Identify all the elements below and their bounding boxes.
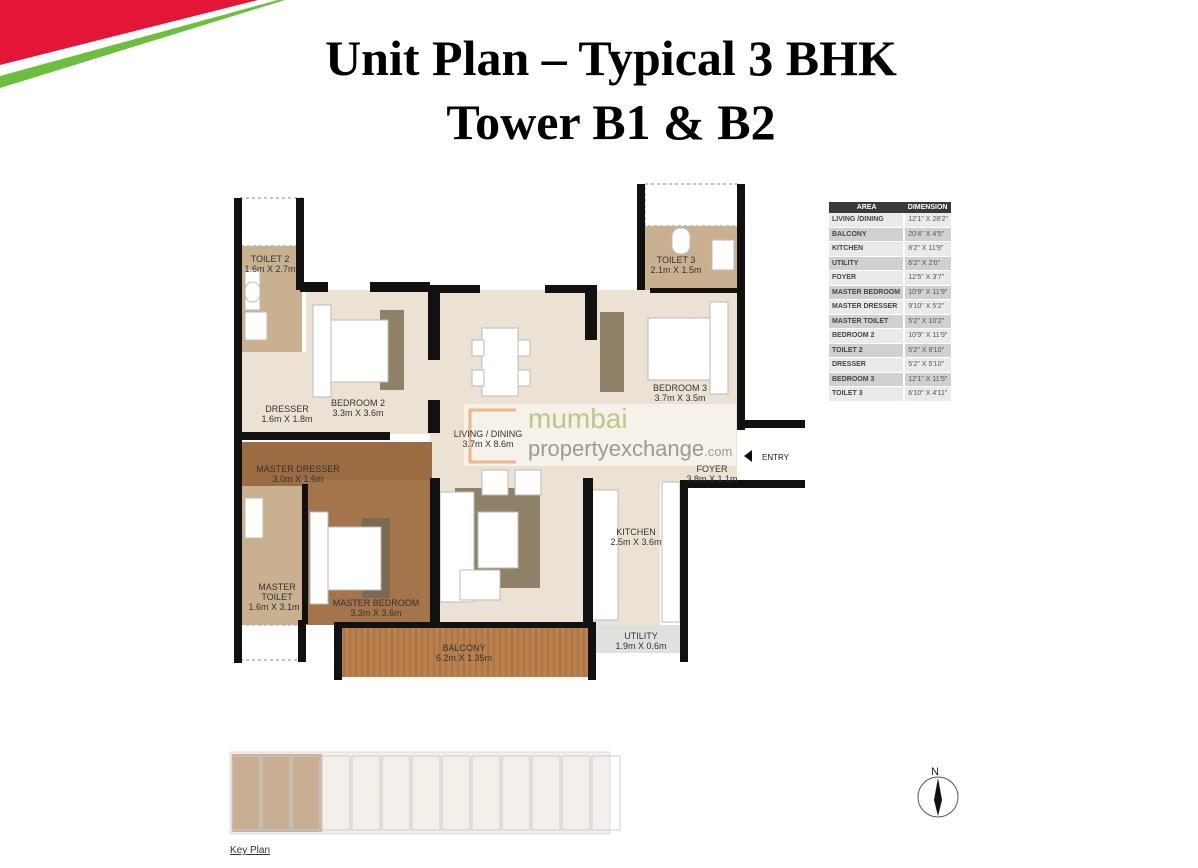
area-cell: TOILET 2 [829, 343, 905, 358]
area-cell: BEDROOM 2 [829, 328, 905, 344]
utility-size: 1.9m X 0.6m [615, 641, 666, 651]
dimension-cell: 6'2" X 2'0" [903, 256, 951, 271]
toilet3-size: 2.1m X 1.5m [650, 265, 701, 275]
bedroom2-size: 3.3m X 3.6m [332, 408, 383, 418]
bedroom3-size: 3.7m X 3.5m [654, 393, 705, 403]
dimension-cell: 12'1" X 28'2" [903, 213, 951, 228]
bedroom3-label: BEDROOM 3 [653, 383, 707, 393]
watermark-suffix: .com [704, 444, 732, 459]
dimension-cell: 5'2" X 5'10" [903, 357, 951, 373]
area-cell: BEDROOM 3 [829, 372, 905, 387]
furniture [244, 227, 735, 623]
header-area: AREA [829, 202, 905, 213]
area-cell: DRESSER [829, 357, 905, 373]
watermark-line2: propertyexchange.com [528, 436, 732, 461]
master-toilet-label: MASTER [258, 582, 296, 592]
master-dresser-label: MASTER DRESSER [256, 464, 340, 474]
area-cell: MASTER TOILET [829, 314, 905, 329]
page-title: Unit Plan – Typical 3 BHK [325, 30, 897, 86]
utility-floor [592, 625, 682, 653]
header-dimension: DIMENSION [904, 202, 951, 213]
dresser-label: DRESSER [265, 404, 309, 414]
area-cell: TOILET 3 [829, 386, 905, 402]
entry-label: ENTRY [762, 453, 790, 462]
compass-label: N [931, 766, 939, 778]
red-swoosh [0, 0, 258, 65]
master-toilet-label-2: TOILET [261, 592, 293, 602]
living-size: 3.7m X 8.6m [462, 439, 513, 449]
dimension-cell: 10'9" X 11'9" [903, 328, 951, 344]
area-cell: UTILITY [829, 256, 905, 271]
toilet3-label: TOILET 3 [657, 255, 696, 265]
dresser-floor [242, 352, 306, 434]
area-cell: MASTER BEDROOM [829, 285, 905, 300]
watermark-line1: mumbai [528, 403, 628, 434]
entry-arrow-icon [744, 450, 752, 462]
key-plan [229, 751, 621, 835]
dimension-cell: 8'2" X 11'9" [903, 241, 951, 257]
bedroom2-label: BEDROOM 2 [331, 398, 385, 408]
foyer-label: FOYER [696, 464, 728, 474]
kitchen-label: KITCHEN [616, 527, 656, 537]
utility-label: UTILITY [624, 631, 658, 641]
master-dresser-floor [242, 442, 432, 486]
dimension-cell: 20'4" X 4'5" [903, 227, 951, 242]
dimension-cell: 5'2" X 8'10" [903, 343, 951, 358]
watermark-box-icon [468, 408, 516, 464]
area-cell: KITCHEN [829, 241, 905, 257]
master-toilet-size: 1.6m X 3.1m [248, 602, 299, 612]
dimension-cell: 5'2" X 10'2" [903, 314, 951, 329]
dimension-cell: 10'9" X 11'9" [903, 285, 951, 300]
compass-icon [917, 776, 959, 818]
master-dresser-size: 3.0m X 1.6m [272, 474, 323, 484]
master-bedroom-size: 3.3m X 3.6m [350, 608, 401, 618]
area-cell: MASTER DRESSER [829, 299, 905, 315]
dimension-cell: 12'5" X 3'7" [903, 270, 951, 286]
area-cell: LIVING /DINING [829, 213, 905, 228]
green-swoosh [0, 0, 285, 88]
balcony-label: BALCONY [442, 643, 485, 653]
walls [234, 184, 805, 680]
living-label: LIVING / DINING [454, 429, 523, 439]
toilet2-label: TOILET 2 [251, 254, 290, 264]
key-plan-label: Key Plan [230, 845, 271, 856]
area-cell: BALCONY [829, 227, 905, 242]
dimension-cell: 6'10" X 4'11" [903, 386, 951, 402]
master-bedroom-label: MASTER BEDROOM [333, 598, 420, 608]
area-cell: FOYER [829, 270, 905, 286]
foyer-size: 3.8m X 1.1m [686, 474, 737, 484]
dresser-size: 1.6m X 1.8m [261, 414, 312, 424]
dimension-cell: 12'1" X 11'5" [903, 372, 951, 387]
balcony-size: 6.2m X 1.35m [436, 653, 492, 663]
kitchen-size: 2.5m X 3.6m [610, 537, 661, 547]
page-subtitle: Tower B1 & B2 [446, 94, 776, 150]
watermark-logo: mumbai propertyexchange.com [464, 403, 736, 466]
watermark-line2-text: propertyexchange [528, 436, 704, 461]
dimension-cell: 9'10" X 5'2" [903, 299, 951, 315]
toilet2-size: 1.6m X 2.7m [244, 264, 295, 274]
